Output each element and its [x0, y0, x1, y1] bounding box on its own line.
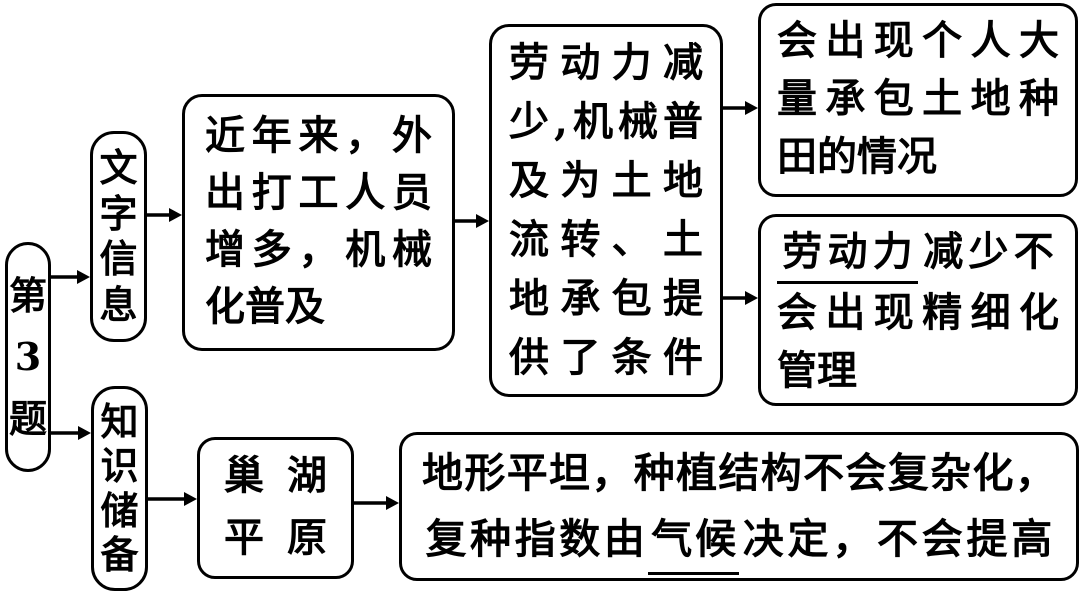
- recent-line-4: 化普及: [205, 283, 325, 330]
- condition-line-6: 供了条件: [509, 334, 703, 381]
- labor-condition-box: 劳动力减 少,机械普 及为土地 流转、土 地承包提 供了条件: [489, 24, 723, 397]
- recent-line-1: 近年来，外: [205, 112, 432, 159]
- terrain-underlined-text: 气候: [648, 506, 739, 575]
- arrow-knowledge-to-chaohu: [147, 492, 197, 506]
- recent-line-2: 出打工人员: [205, 169, 432, 216]
- management-underlined-text: 劳动力: [777, 223, 918, 284]
- terrain-line-2: 复种指数由 气候 决定，不会提高: [422, 506, 1056, 575]
- management-line-3: 管理: [777, 347, 857, 394]
- terrain-line-2-post: 决定，不会提高: [742, 515, 1053, 563]
- condition-line-4: 流转、土: [509, 216, 703, 263]
- text-info-box: 文字信息: [90, 131, 147, 342]
- management-line-1: 劳动力 减少不: [777, 223, 1059, 284]
- chaohu-line-2: 平原: [224, 514, 327, 561]
- management-line-2: 会出现精细化: [777, 289, 1059, 336]
- condition-line-1: 劳动力减: [509, 39, 703, 86]
- condition-line-5: 地承包提: [509, 275, 703, 322]
- terrain-climate-box: 地形平坦，种植结构不会复杂化， 复种指数由 气候 决定，不会提高: [399, 432, 1079, 581]
- recent-line-3: 增多，机械: [205, 226, 432, 273]
- knowledge-reserve-label: 知识储备: [100, 399, 139, 577]
- arrow-condition-to-management: [722, 291, 758, 305]
- contract-line-2: 量承包土地种: [777, 75, 1059, 122]
- arrow-recent-to-condition: [454, 214, 489, 228]
- management-line-1-rest: 减少不: [923, 228, 1054, 275]
- fine-management-box: 劳动力 减少不 会出现精细化 管理: [758, 214, 1078, 406]
- arrow-chaohu-to-terrain: [353, 496, 399, 510]
- arrow-condition-to-contract: [722, 101, 758, 115]
- arrow-textinfo-to-recent: [146, 208, 182, 222]
- terrain-line-1: 地形平坦，种植结构不会复杂化，: [422, 449, 1056, 497]
- contract-line-3: 田的情况: [777, 133, 937, 180]
- condition-line-3: 及为土地: [509, 157, 703, 204]
- chaohu-plain-box: 巢湖 平原: [197, 437, 354, 579]
- text-info-label: 文字信息: [99, 145, 138, 327]
- arrow-question-to-knowledge: [51, 426, 91, 440]
- land-contract-box: 会出现个人大 量承包土地种 田的情况: [758, 3, 1078, 197]
- terrain-line-2-pre: 复种指数由: [425, 515, 645, 563]
- contract-line-1: 会出现个人大: [777, 17, 1059, 64]
- recent-years-box: 近年来，外 出打工人员 增多，机械 化普及: [182, 94, 455, 351]
- condition-line-2: 少,机械普: [509, 98, 703, 145]
- chaohu-line-1: 巢湖: [224, 452, 327, 499]
- knowledge-reserve-box: 知识储备: [91, 386, 148, 591]
- arrow-question-to-textinfo: [51, 270, 90, 284]
